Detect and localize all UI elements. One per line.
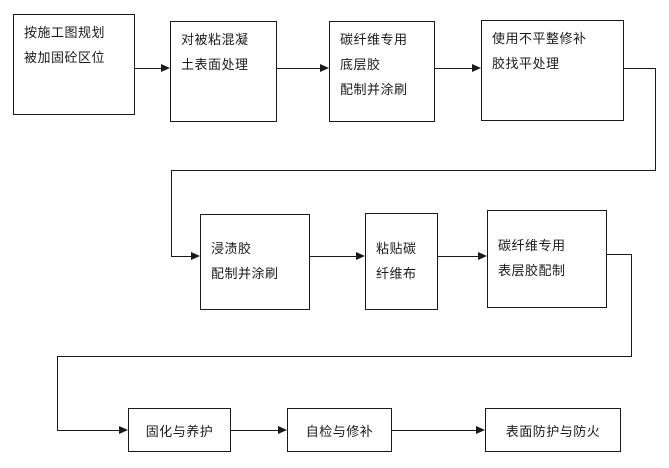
edge-n7-n8-seg-across [57,356,632,357]
edge-n6-n7-line [438,256,478,257]
edge-n1-n2-line [135,68,161,69]
edge-n4-n5-arrowhead [191,252,200,260]
process-node-3[interactable]: 碳纤维专用 底层胶 配制并涂刷 [329,21,435,122]
edge-n8-n9-arrowhead [278,426,287,434]
edge-n2-n3-line [277,68,320,69]
edge-n4-n5-seg-down-right [655,68,656,171]
edge-n7-n8-seg-down-left [57,356,58,431]
edge-n9-n10-line [392,430,476,431]
edge-n2-n3-arrowhead [320,64,329,72]
edge-n1-n2-arrowhead [161,64,170,72]
process-node-9[interactable]: 自检与修补 [287,408,392,452]
process-node-6[interactable]: 粘贴碳 纤维布 [365,213,438,310]
edge-n7-n8-seg-down-right [631,254,632,356]
edge-n5-n6-arrowhead [356,252,365,260]
process-node-4[interactable]: 使用不平整修补 胶找平处理 [481,20,624,121]
process-node-10[interactable]: 表面防护与防火 [485,408,621,452]
edge-n9-n10-arrowhead [476,426,485,434]
edge-n4-n5-seg-down-left [171,170,172,256]
edge-n4-n5-seg-across [171,170,656,171]
edge-n8-n9-line [231,430,278,431]
edge-n4-n5-seg-into-node [171,256,193,257]
process-node-1[interactable]: 按施工图规划 被加固砼区位 [13,14,135,115]
edge-n7-n8-seg-into-node [57,430,119,431]
edge-n3-n4-line [435,68,472,69]
edge-n3-n4-arrowhead [472,64,481,72]
process-node-8[interactable]: 固化与养护 [128,408,231,452]
edge-n5-n6-line [310,256,356,257]
edge-n4-n5-seg-right [624,68,656,69]
process-node-7[interactable]: 碳纤维专用 表层胶配制 [487,210,607,308]
edge-n7-n8-arrowhead [119,426,128,434]
edge-n7-n8-seg-right [607,254,632,255]
process-node-2[interactable]: 对被粘混凝 土表面处理 [170,21,277,122]
edge-n6-n7-arrowhead [478,252,487,260]
process-node-5[interactable]: 浸渍胶 配制并涂刷 [200,214,310,310]
